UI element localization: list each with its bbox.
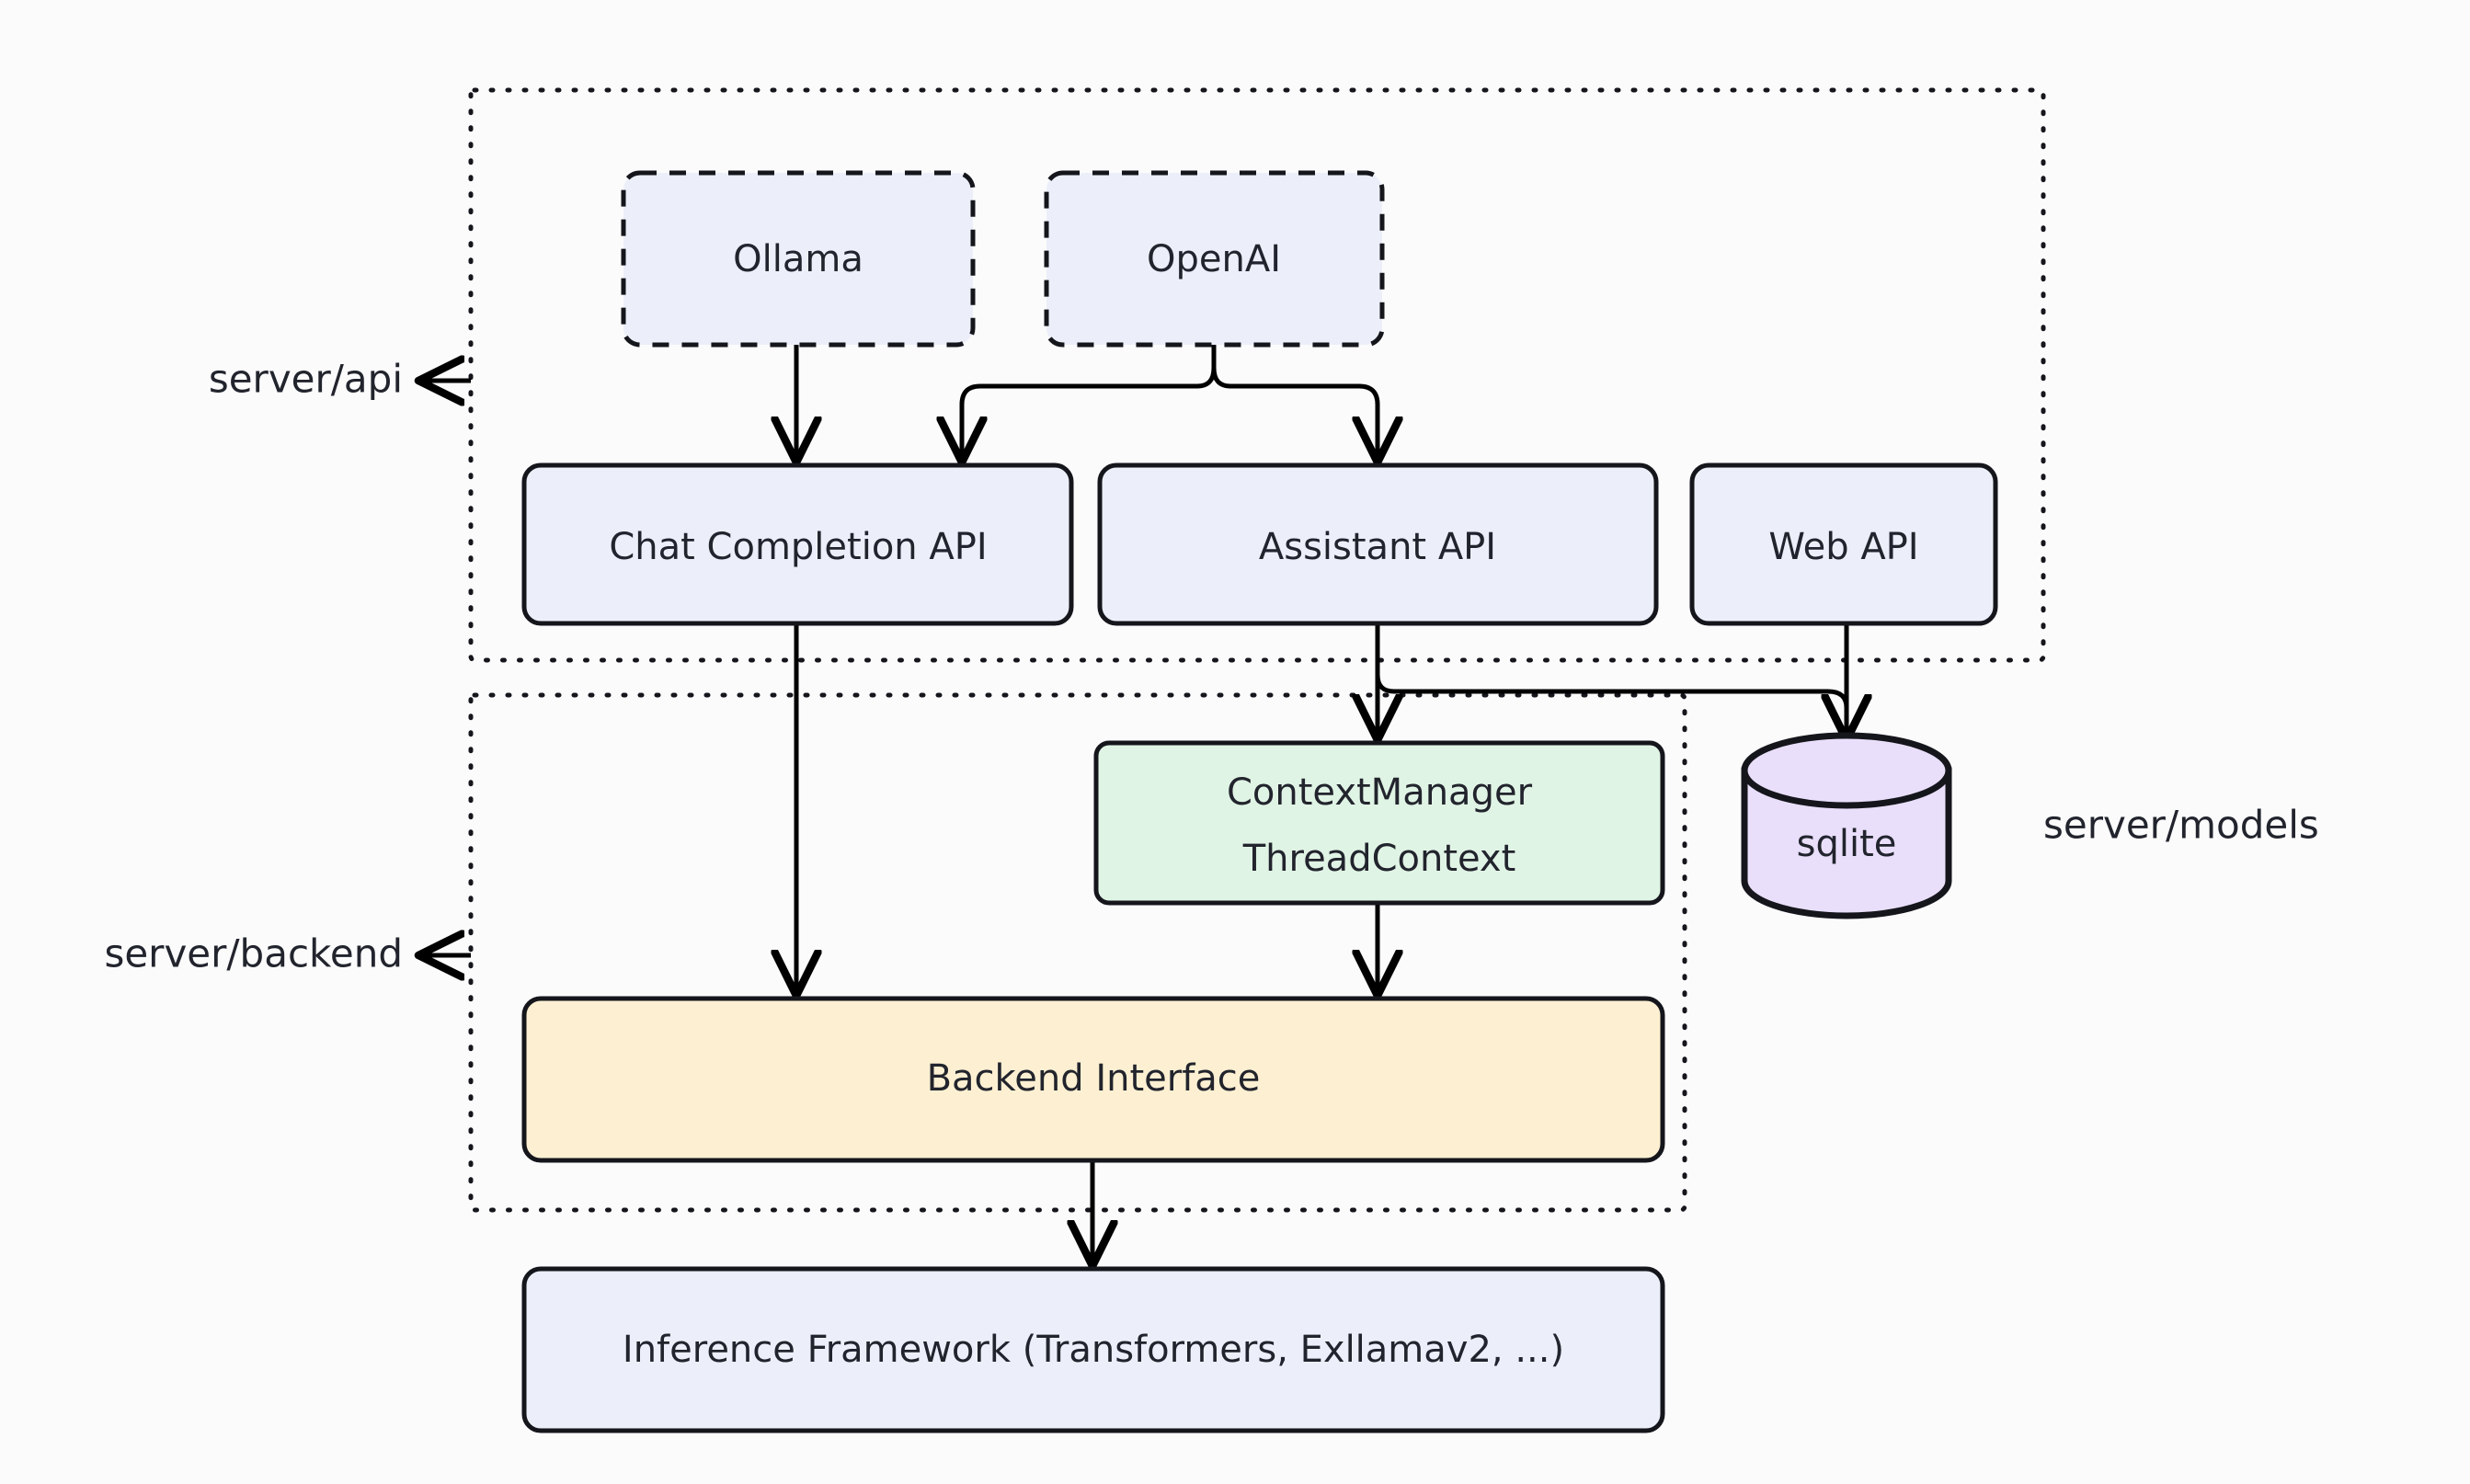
edge-openai-to-chat-completion bbox=[962, 345, 1217, 458]
openai-label: OpenAI bbox=[1147, 238, 1281, 280]
sqlite-cylinder-body[interactable] bbox=[1741, 767, 1952, 919]
node-context-manager[interactable]: ContextManager ThreadContext bbox=[1093, 740, 1665, 906]
group-server-api: server/api bbox=[209, 87, 2046, 663]
context-manager-label-line1: ContextManager bbox=[1227, 771, 1533, 814]
web-api-label: Web API bbox=[1768, 526, 1918, 568]
ollama-box[interactable] bbox=[621, 170, 976, 348]
sqlite-cylinder-top bbox=[1741, 732, 1952, 809]
node-assistant-api[interactable]: Assistant API bbox=[1097, 462, 1659, 626]
chat-completion-api-box[interactable] bbox=[521, 462, 1074, 626]
group-server-backend: server/backend bbox=[104, 692, 1687, 1213]
inference-framework-box[interactable] bbox=[521, 1266, 1665, 1433]
sqlite-label: sqlite bbox=[1797, 823, 1897, 865]
openai-box[interactable] bbox=[1044, 170, 1385, 348]
context-manager-box[interactable] bbox=[1093, 740, 1665, 906]
server-models-label: server/models bbox=[2043, 803, 2319, 848]
node-inference-framework[interactable]: Inference Framework (Transformers, Exlla… bbox=[521, 1266, 1665, 1433]
server-backend-label: server/backend bbox=[104, 931, 403, 976]
server-api-group-border bbox=[468, 87, 2046, 663]
assistant-api-box[interactable] bbox=[1097, 462, 1659, 626]
chat-completion-api-label: Chat Completion API bbox=[609, 526, 987, 568]
node-web-api[interactable]: Web API bbox=[1689, 462, 1998, 626]
assistant-api-label: Assistant API bbox=[1259, 526, 1496, 568]
server-api-label: server/api bbox=[209, 357, 403, 402]
node-chat-completion-api[interactable]: Chat Completion API bbox=[521, 462, 1074, 626]
context-manager-label-line2: ThreadContext bbox=[1242, 838, 1516, 880]
backend-interface-label: Backend Interface bbox=[927, 1057, 1261, 1100]
web-api-box[interactable] bbox=[1689, 462, 1998, 626]
node-sqlite[interactable]: sqlite bbox=[1741, 732, 1952, 919]
ollama-label: Ollama bbox=[733, 238, 863, 280]
node-backend-interface[interactable]: Backend Interface bbox=[521, 996, 1665, 1163]
edge-assistant-to-sqlite bbox=[1375, 623, 1847, 736]
edge-openai-to-assistant bbox=[1211, 345, 1378, 458]
inference-framework-label: Inference Framework (Transformers, Exlla… bbox=[623, 1329, 1564, 1371]
node-openai[interactable]: OpenAI bbox=[1044, 170, 1385, 348]
backend-interface-box[interactable] bbox=[521, 996, 1665, 1163]
node-ollama[interactable]: Ollama bbox=[621, 170, 976, 348]
